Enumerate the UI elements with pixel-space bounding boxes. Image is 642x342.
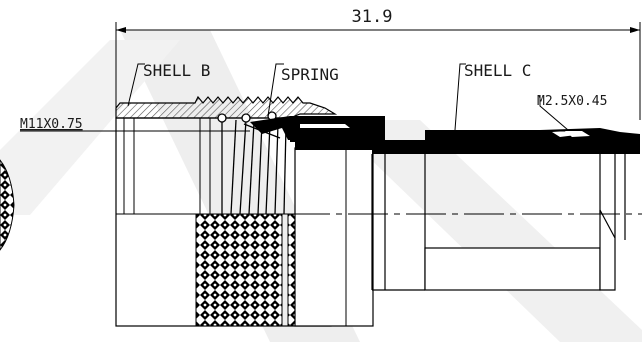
left-knurl-part xyxy=(0,159,15,251)
shell-b-label: SHELL B xyxy=(143,61,210,80)
shell-c xyxy=(371,128,640,291)
thread-small-label: M2.5X0.45 xyxy=(537,94,607,109)
label-spring: SPRING xyxy=(267,63,339,117)
middle-insert xyxy=(290,116,385,327)
shell-c-label: SHELL C xyxy=(464,61,531,80)
label-shell-b: SHELL B xyxy=(127,61,210,107)
shell-b-section xyxy=(115,95,338,119)
label-shell-c: SHELL C xyxy=(454,61,531,131)
thread-main-label: M11X0.75 xyxy=(20,117,83,132)
spring-retainer xyxy=(250,116,300,140)
overall-dimension: 31.9 xyxy=(115,7,641,120)
knurl-section xyxy=(195,213,311,327)
spring-label: SPRING xyxy=(281,65,339,84)
overall-dimension-value: 31.9 xyxy=(352,7,393,27)
label-thread-small: M2.5X0.45 xyxy=(537,94,607,131)
label-thread-main: M11X0.75 xyxy=(20,117,250,132)
